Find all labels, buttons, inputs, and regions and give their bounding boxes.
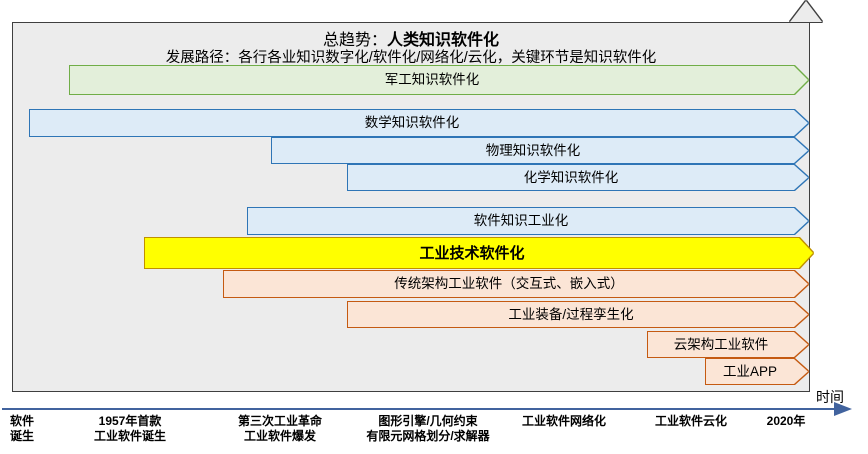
bar-industrial-equipment-twin: 工业装备/过程孪生化 [348, 302, 808, 327]
bar-software-knowledge-industrialization: 软件知识工业化 [248, 208, 808, 234]
bar-industrial-app: 工业APP [706, 359, 808, 384]
bar-label: 云架构工业软件 [673, 336, 769, 352]
milestone-software-birth: 软件 诞生 [10, 414, 34, 444]
trend-title-prefix: 总趋势： [322, 32, 387, 49]
milestone-line: 图形引擎/几何约束 [378, 414, 478, 428]
milestone-line: 工业软件云化 [654, 414, 728, 428]
timeline-axis [2, 402, 852, 416]
milestone-line: 工业软件网络化 [521, 414, 607, 428]
bar-traditional-industrial-software: 传统架构工业软件（交互式、嵌入式） [224, 271, 808, 297]
milestone-industrial-software-networked: 工业软件网络化 [522, 414, 606, 429]
milestone-third-industrial-revolution: 第三次工业革命 工业软件爆发 [238, 414, 322, 444]
bar-military-knowledge: 军工知识软件化 [70, 66, 808, 94]
milestone-line: 工业软件爆发 [243, 429, 317, 443]
milestone-line: 2020年 [766, 414, 806, 428]
trend-title: 总趋势：人类知识软件化 [12, 26, 810, 50]
bar-cloud-industrial-software: 云架构工业软件 [648, 332, 808, 357]
bar-label: 工业APP [722, 363, 777, 379]
bar-physics-knowledge: 物理知识软件化 [272, 138, 808, 163]
bar-label: 软件知识工业化 [473, 213, 569, 229]
trend-title-main: 人类知识软件化 [387, 32, 500, 49]
bar-label: 数学知识软件化 [364, 115, 460, 131]
axis-arrow-icon [834, 402, 852, 416]
bar-label: 化学知识软件化 [523, 169, 619, 185]
milestone-1957-first-industrial-software: 1957年首款 工业软件诞生 [94, 414, 166, 444]
milestone-graphics-engine-solver: 图形引擎/几何约束 有限元网格划分/求解器 [366, 414, 489, 444]
bar-label: 军工知识软件化 [384, 72, 480, 88]
bar-industrial-technology-softwarization: 工业技术软件化 [145, 238, 813, 268]
milestone-line: 第三次工业革命 [237, 414, 323, 428]
bar-math-knowledge: 数学知识软件化 [30, 110, 808, 136]
time-axis-label: 时间 [816, 389, 844, 405]
milestone-line: 软件 [9, 414, 35, 428]
milestone-line: 1957年首款 [98, 414, 162, 428]
up-arrow-tip-wrapper [790, 1, 822, 22]
bar-label: 传统架构工业软件（交互式、嵌入式） [394, 276, 624, 292]
milestone-2020: 2020年 [767, 414, 806, 429]
bar-label: 物理知识软件化 [485, 142, 581, 158]
up-arrow-icon [790, 1, 822, 22]
milestone-line: 工业软件诞生 [93, 429, 167, 443]
development-path: 发展路径：各行各业知识数字化/软件化/网络化/云化，关键环节是知识软件化 [165, 50, 657, 66]
milestone-line: 诞生 [9, 429, 35, 443]
milestone-line: 有限元网格划分/求解器 [366, 429, 490, 443]
bar-label: 工业技术软件化 [419, 244, 525, 262]
bar-chemistry-knowledge: 化学知识软件化 [348, 165, 808, 190]
bar-label: 工业装备/过程孪生化 [508, 306, 634, 322]
milestone-industrial-software-cloud: 工业软件云化 [655, 414, 727, 429]
